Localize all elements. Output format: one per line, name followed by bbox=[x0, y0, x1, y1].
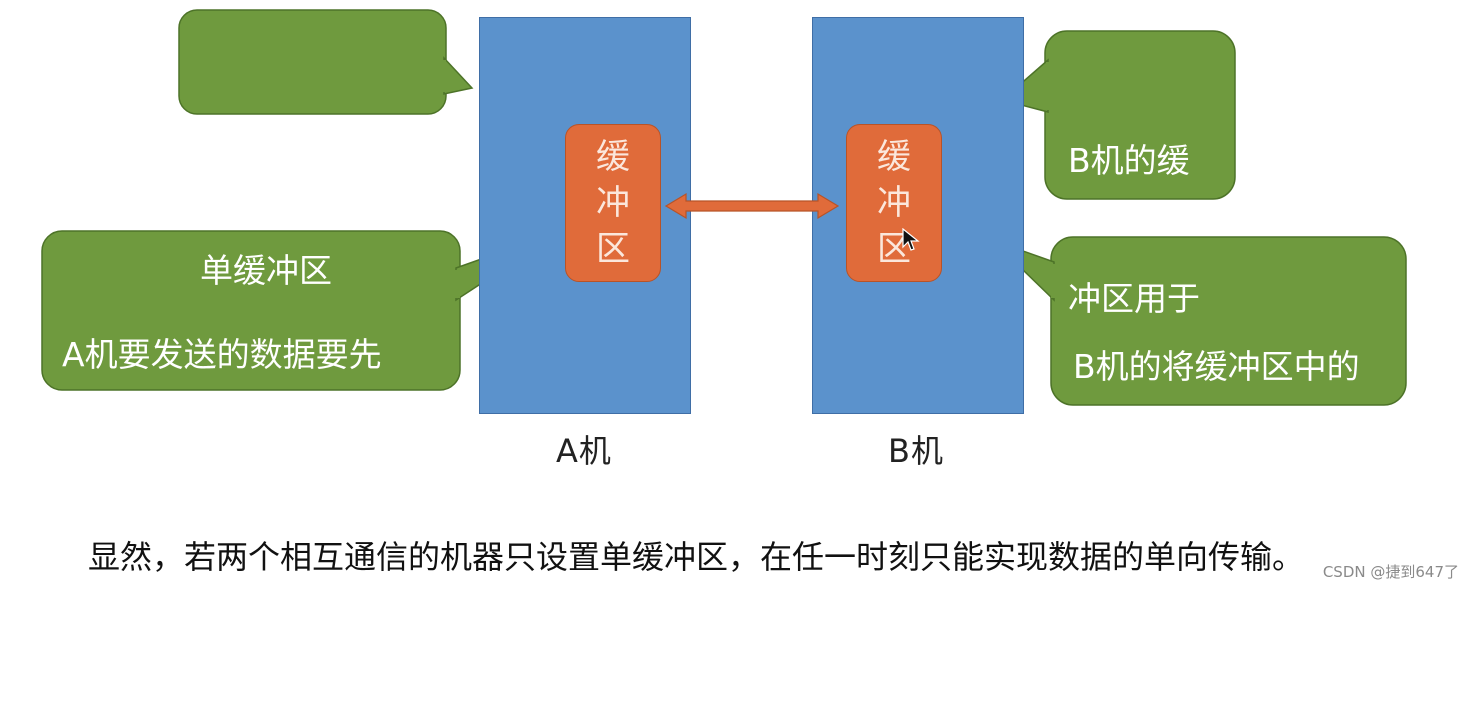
callout-shapes bbox=[41, 9, 1407, 406]
callout-line: B机的将缓冲区中的 bbox=[1073, 347, 1360, 386]
caption-text: 显然，若两个相互通信的机器只设置单缓冲区，在任一时刻只能实现数据的单向传输。 bbox=[88, 538, 1305, 576]
mouse-cursor-icon bbox=[902, 228, 920, 251]
machine-a-buffer-char: 缓 bbox=[596, 137, 630, 177]
double-arrow-icon bbox=[664, 192, 840, 220]
callout-top-left: 两台机器配置 单缓冲区 bbox=[200, 18, 398, 340]
callout-line: 单缓冲区 bbox=[200, 251, 332, 290]
callout-line: B机的缓 bbox=[1068, 141, 1190, 180]
callout-line: 两台机器配置 bbox=[200, 113, 398, 152]
watermark: CSDN @捷到647了 bbox=[1322, 563, 1459, 581]
machine-a-buffer-char: 冲 bbox=[596, 183, 630, 223]
callout-top-right: B机的缓 冲区用于 接受数据 bbox=[1068, 46, 1200, 506]
callout-top-left-bubble bbox=[178, 9, 474, 115]
machine-a-buffer-char: 区 bbox=[596, 229, 630, 269]
callout-line: A机要发送的数据要先 bbox=[62, 335, 382, 374]
callout-bottom-right: B机的将缓冲区中的 数据全部取走后， 才能向A机发送数据 bbox=[1073, 252, 1360, 712]
machine-b-buffer-char: 冲 bbox=[877, 183, 911, 223]
machine-a-label: A机 bbox=[556, 432, 612, 470]
callout-line: 数据全部取走后， bbox=[1073, 485, 1337, 524]
callout-line: 接受数据 bbox=[1068, 417, 1200, 456]
callout-line: 缓冲区满时将数据发出 bbox=[62, 611, 392, 650]
machine-b-buffer-char: 缓 bbox=[877, 137, 911, 177]
callout-line: 冲区用于 bbox=[1068, 279, 1200, 318]
machine-a-buffer: 缓 冲 区 bbox=[565, 124, 661, 282]
callout-line: 才能向A机发送数据 bbox=[1073, 623, 1360, 662]
callout-bottom-left: A机要发送的数据要先 放入A机缓冲区中，等 缓冲区满时将数据发出 bbox=[62, 240, 392, 700]
machine-b-buffer: 缓 冲 区 bbox=[846, 124, 942, 282]
callout-line: 放入A机缓冲区中，等 bbox=[62, 473, 382, 512]
machine-b-label: B机 bbox=[888, 432, 944, 470]
